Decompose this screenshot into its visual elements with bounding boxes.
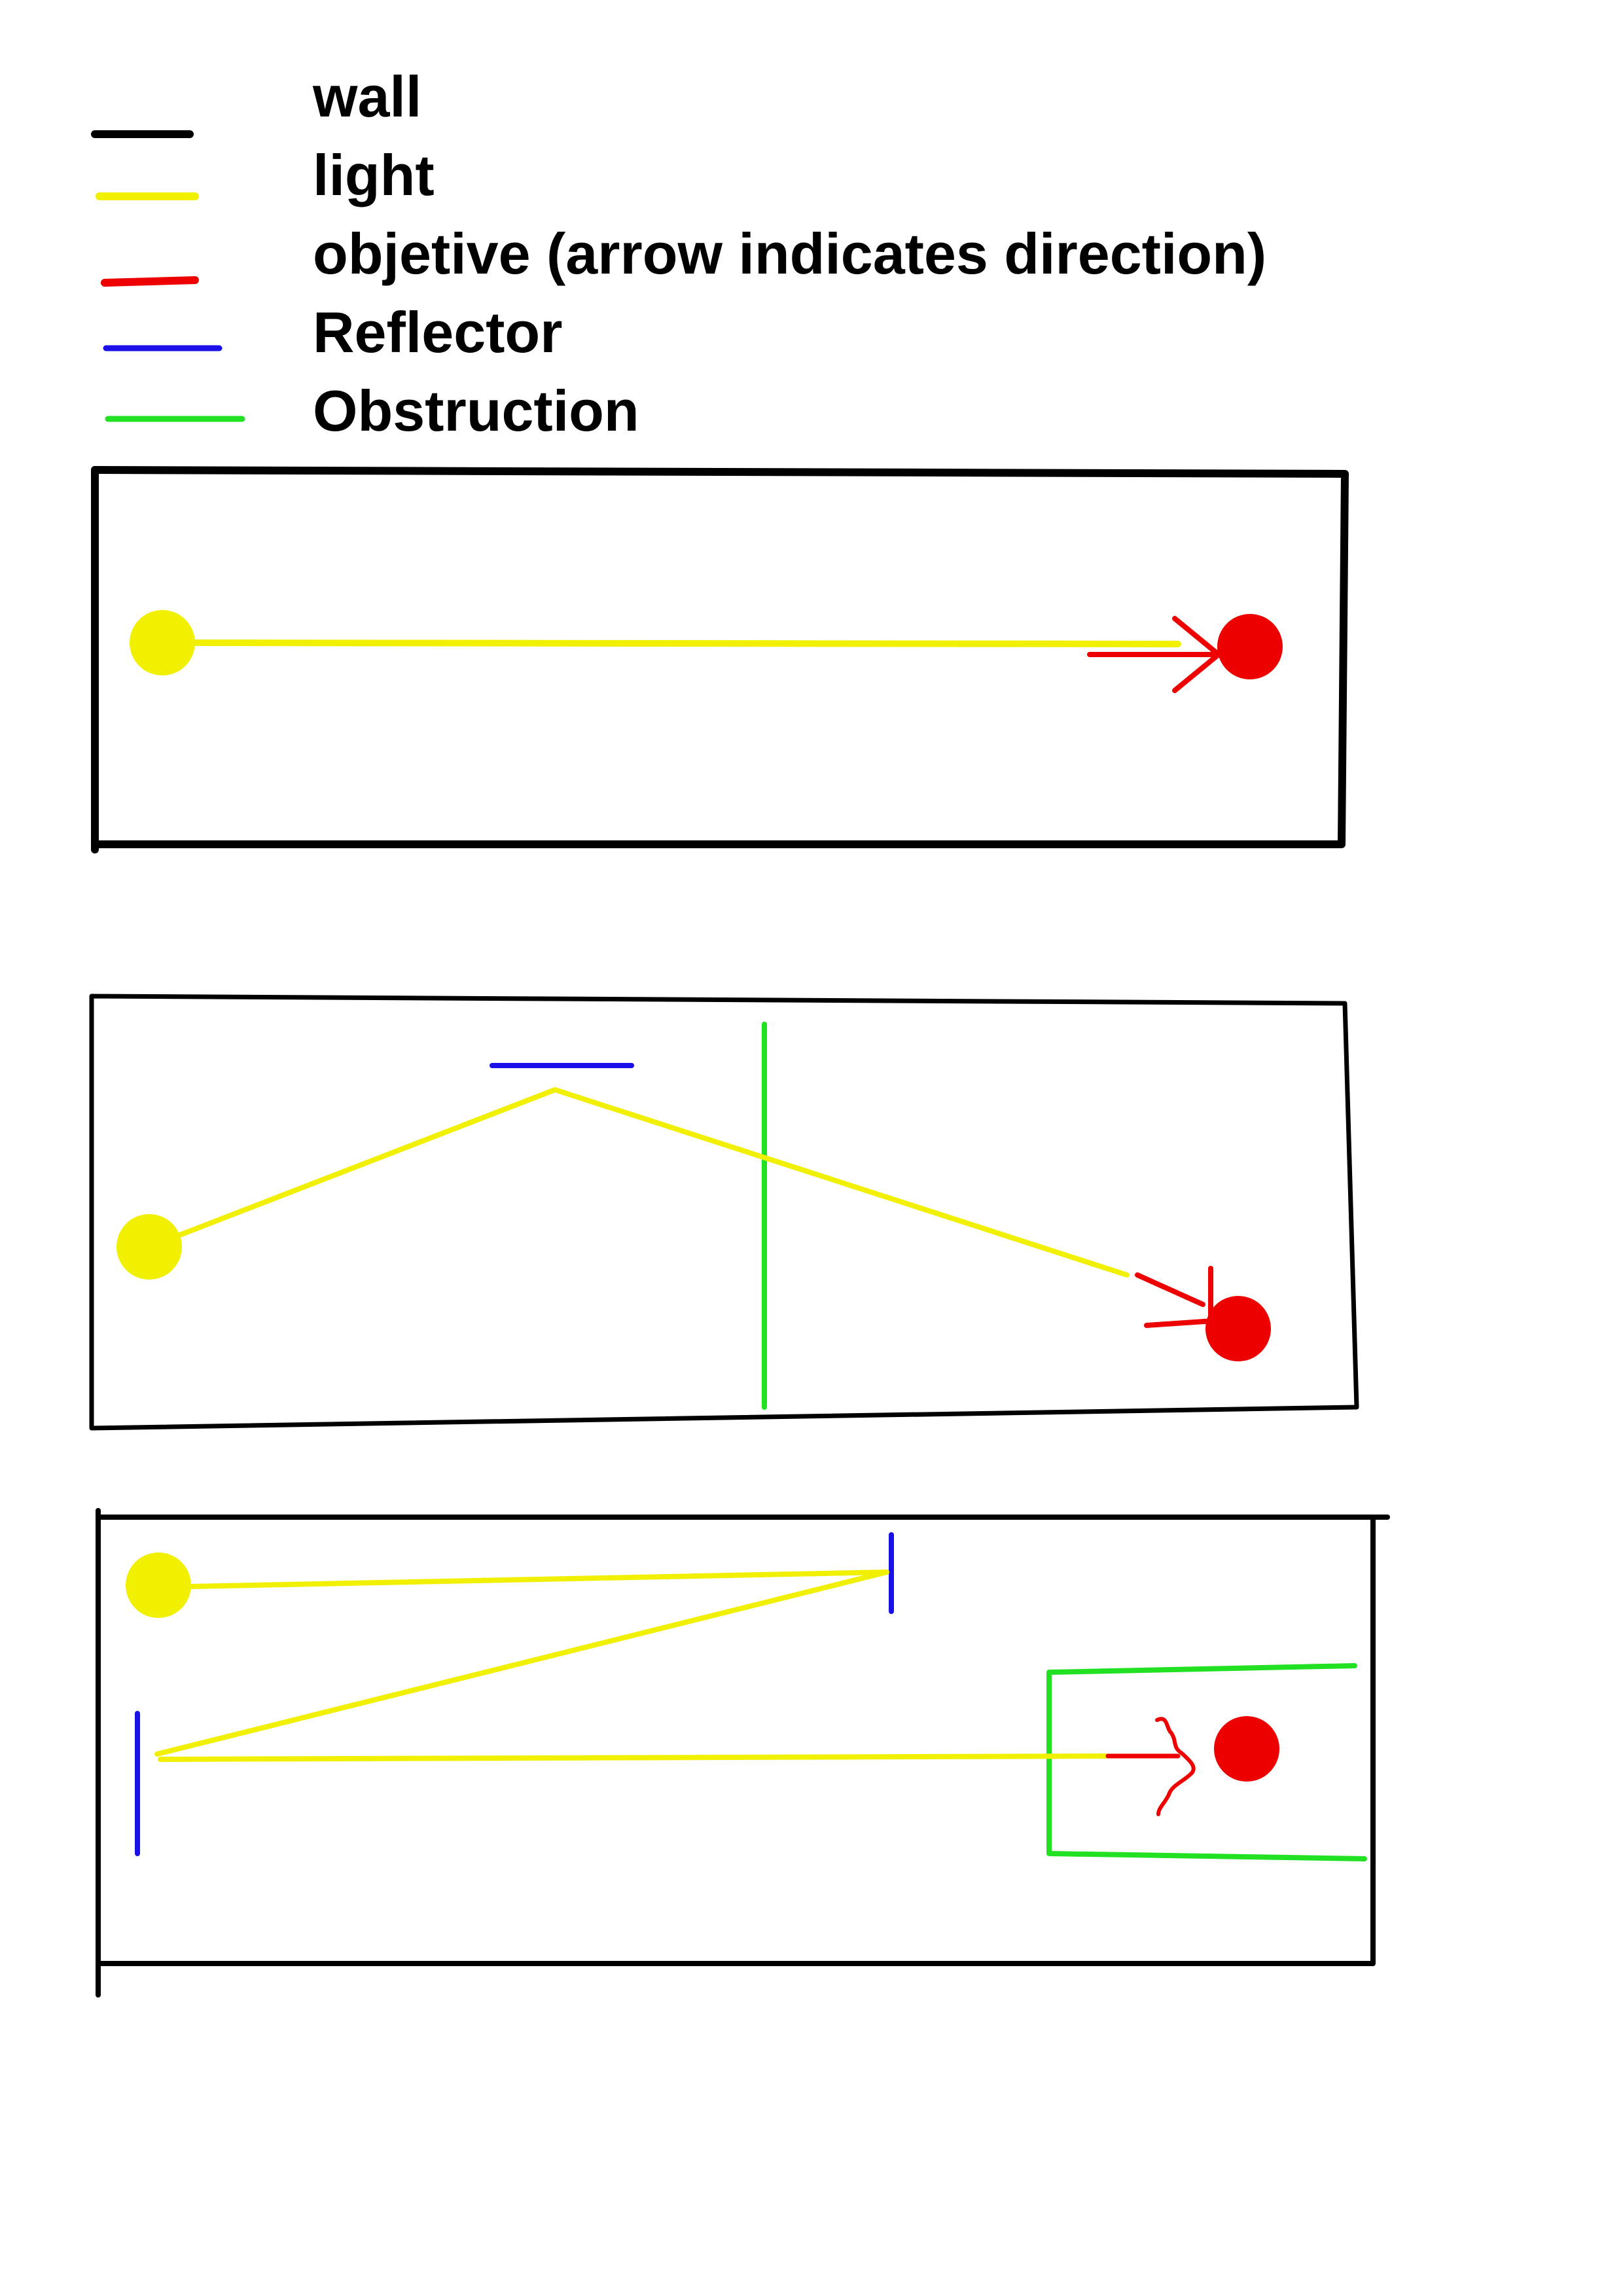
legend-item-wall: wall xyxy=(91,64,421,138)
legend-item-obstruction: Obstruction xyxy=(105,378,639,443)
light-ray-final xyxy=(158,1753,1109,1762)
light-source xyxy=(126,1552,191,1618)
light-ray xyxy=(147,1087,1130,1278)
wall-box xyxy=(89,994,1359,1431)
objective-target xyxy=(1214,1716,1279,1782)
legend-item-reflector: Reflector xyxy=(103,300,562,365)
legend-label-objective: objetive (arrow indicates direction) xyxy=(313,221,1266,286)
legend-label-wall: wall xyxy=(312,64,421,129)
legend-label-light: light xyxy=(313,143,435,207)
legend-item-light: light xyxy=(96,143,435,207)
light-source xyxy=(116,1214,182,1280)
wall-box xyxy=(96,1515,1376,1966)
objective-arrow xyxy=(1135,1266,1217,1328)
legend-label-reflector: Reflector xyxy=(313,300,562,365)
scenario-double-reflection-into-enclosure xyxy=(96,1508,1390,1998)
legend-swatch-objective xyxy=(101,276,199,287)
legend-item-objective: objetive (arrow indicates direction) xyxy=(101,221,1266,287)
objective-target xyxy=(1205,1296,1271,1361)
objective-arrow xyxy=(1105,1717,1196,1816)
light-source xyxy=(130,610,195,675)
obstruction-enclosure xyxy=(1046,1663,1367,1861)
light-ray xyxy=(154,1570,889,1757)
legend: wall light objetive (arrow indicates dir… xyxy=(91,64,1266,443)
scenario-direct-path xyxy=(91,466,1349,853)
objective-target xyxy=(1217,614,1283,679)
wall-box xyxy=(91,466,1349,848)
scenario-single-reflection-past-obstruction xyxy=(89,994,1359,1431)
legend-label-obstruction: Obstruction xyxy=(313,378,639,443)
light-ray xyxy=(159,639,1181,647)
objective-arrow xyxy=(1087,616,1221,693)
